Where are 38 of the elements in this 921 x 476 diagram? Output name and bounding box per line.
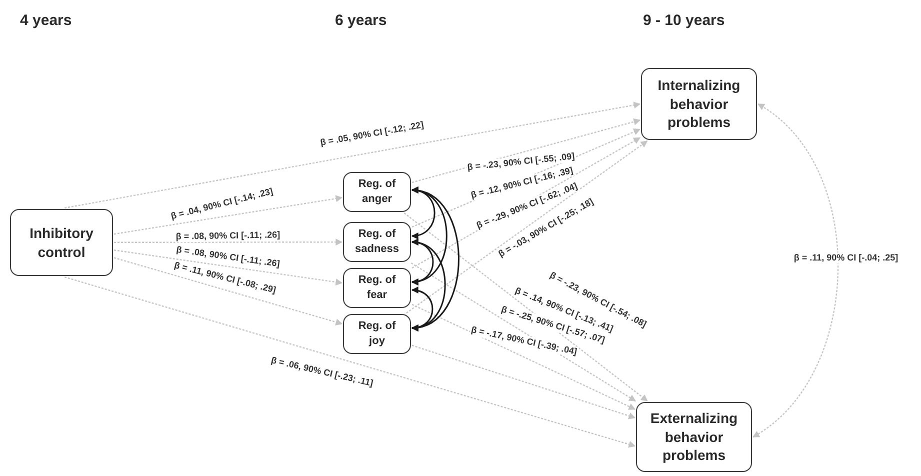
node-label: Reg. of anger: [357, 177, 397, 207]
variable-box: [636, 402, 752, 472]
node-label: Inhibitory control: [28, 224, 94, 262]
path-arrow: [114, 238, 343, 246]
column-heading: 6 years: [335, 12, 387, 29]
edge-label: β = .04, 90% CI [-.14; .23]: [168, 186, 276, 222]
path-arrow: [412, 118, 641, 184]
path-arrow: [412, 304, 636, 410]
column-heading: 9 - 10 years: [643, 12, 725, 29]
edge-label: β = .08, 90% CI [-.11; .26]: [174, 230, 282, 242]
column-heading: 4 years: [20, 12, 72, 29]
variable-box: [343, 314, 411, 354]
node-label: Reg. of sadness: [354, 227, 400, 257]
edge-label: β = .11, 90% CI [-.04; .25]: [792, 252, 900, 264]
path-arrow: [114, 249, 343, 286]
path-arrow: [114, 195, 343, 235]
node-label: Reg. of joy: [357, 319, 397, 349]
path-arrow: [752, 104, 839, 438]
variable-box: [343, 222, 411, 262]
correlation-arrow: [411, 287, 434, 331]
node-label: Externalizing behavior problems: [649, 408, 739, 466]
path-arrow: [406, 140, 648, 314]
path-arrow: [410, 262, 636, 402]
node-label: Internalizing behavior problems: [656, 76, 742, 132]
variable-box: [343, 268, 411, 308]
edge-label: β = .06, 90% CI [-.23; .11]: [268, 354, 376, 390]
variable-box: [10, 209, 113, 276]
variable-box: [641, 68, 757, 140]
path-arrow: [114, 257, 343, 326]
correlation-arrow: [411, 188, 460, 330]
path-arrow: [412, 344, 636, 420]
variable-box: [343, 172, 411, 212]
correlation-arrow: [411, 240, 446, 330]
edge-label: β = .05, 90% CI [-.12; .22]: [318, 119, 426, 149]
path-arrow: [64, 276, 636, 448]
path-arrow: [64, 102, 641, 209]
node-label: Reg. of fear: [357, 273, 397, 303]
path-arrow: [404, 212, 648, 402]
